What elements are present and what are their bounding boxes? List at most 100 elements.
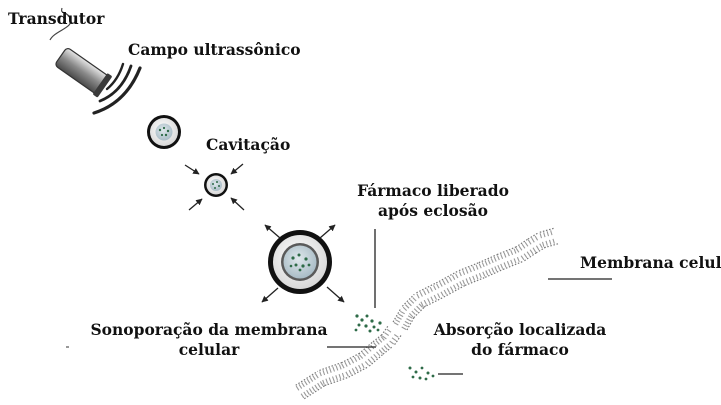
membrane-lipid bbox=[376, 351, 381, 357]
membrane-lipid bbox=[482, 271, 486, 277]
membrane-lipid bbox=[416, 305, 421, 311]
membrane-lipid bbox=[308, 388, 313, 393]
membrane-surface bbox=[382, 345, 394, 355]
membrane-lipid bbox=[475, 264, 479, 270]
membrane-lipid bbox=[373, 353, 378, 359]
membrane-lipid bbox=[412, 297, 417, 302]
membrane-lipid bbox=[391, 337, 397, 342]
membrane-lipid bbox=[491, 267, 495, 273]
membrane-lipid bbox=[351, 368, 356, 374]
membrane-lipid bbox=[503, 252, 507, 258]
membrane-lipid bbox=[497, 264, 501, 270]
membrane-lipid bbox=[381, 347, 386, 352]
label-ultrasonic-field: Campo ultrassônico bbox=[128, 40, 301, 59]
membrane-lipid bbox=[386, 328, 392, 333]
membrane-lipid bbox=[338, 374, 342, 380]
membrane-lipid bbox=[304, 380, 308, 386]
membrane-lipid bbox=[381, 335, 387, 340]
membrane-lipid bbox=[543, 232, 546, 238]
membrane-surface bbox=[303, 384, 327, 400]
membrane-lipid bbox=[510, 249, 514, 256]
membrane-lipid bbox=[389, 340, 395, 345]
membrane-lipid bbox=[303, 391, 307, 397]
membrane-lipid bbox=[459, 281, 463, 287]
membrane-lipid bbox=[472, 275, 476, 281]
membrane-lipid bbox=[513, 248, 517, 254]
membrane-lipid bbox=[419, 291, 423, 297]
membrane-surface bbox=[295, 370, 319, 386]
membrane-lipid bbox=[442, 280, 446, 286]
membrane-surface bbox=[358, 341, 374, 355]
membrane-surface bbox=[435, 270, 459, 284]
membrane-lipid bbox=[404, 320, 410, 325]
membrane-lipid bbox=[319, 371, 322, 377]
membrane-lipid bbox=[401, 326, 407, 330]
membrane-lipid bbox=[403, 323, 408, 328]
membrane-surface bbox=[502, 260, 524, 270]
membrane-lipid bbox=[496, 255, 500, 261]
membrane-lipid bbox=[526, 251, 531, 257]
membrane-lipid bbox=[527, 239, 532, 245]
membrane-lipid bbox=[367, 358, 372, 364]
membrane-lipid bbox=[298, 384, 303, 389]
membrane-lipid bbox=[354, 366, 359, 372]
membrane-lipid bbox=[481, 262, 485, 268]
membrane-lipid bbox=[386, 343, 391, 348]
membrane-lipid bbox=[426, 288, 430, 294]
membrane-lipid bbox=[347, 360, 351, 366]
cavitation-arrows bbox=[184, 163, 245, 211]
label-sonoporation-line1: Sonoporação da membrana bbox=[90, 320, 328, 339]
membrane-lipid bbox=[436, 283, 440, 289]
membrane-surface bbox=[394, 334, 403, 345]
membrane-lipid bbox=[529, 249, 534, 255]
membrane-lipid bbox=[458, 271, 462, 277]
membrane-lipid bbox=[358, 364, 362, 370]
membrane-lipid bbox=[341, 363, 345, 369]
membrane-lipid bbox=[532, 247, 537, 253]
membrane-lipid bbox=[367, 347, 372, 352]
membrane-surface bbox=[443, 284, 467, 298]
membrane-surface bbox=[484, 268, 504, 278]
membrane-lipid bbox=[328, 377, 332, 383]
membrane-lipid bbox=[478, 272, 482, 279]
membrane-lipid bbox=[550, 230, 553, 236]
membrane-lipid bbox=[380, 336, 385, 341]
membrane-lipid bbox=[350, 358, 355, 364]
membrane-lipid bbox=[295, 385, 300, 391]
membrane-lipid bbox=[541, 241, 545, 247]
membrane-lipid bbox=[357, 355, 361, 361]
label-drug-released: Fármaco liberado após eclosão bbox=[348, 181, 518, 221]
membrane-surface bbox=[539, 227, 554, 233]
membrane-lipid bbox=[361, 363, 365, 369]
membrane-lipid bbox=[341, 372, 345, 378]
membrane-lipid bbox=[506, 251, 510, 257]
membrane-lipid bbox=[306, 389, 310, 395]
membrane-surface bbox=[406, 315, 416, 331]
membrane-lipid bbox=[383, 345, 388, 350]
membrane-surface bbox=[478, 254, 498, 264]
membrane-lipid bbox=[331, 376, 335, 382]
membrane-surface bbox=[527, 232, 539, 240]
membrane-lipid bbox=[535, 245, 540, 251]
membrane-lipid bbox=[322, 379, 325, 385]
label-drug-released-line2: após eclosão bbox=[378, 201, 488, 220]
membrane-lipid bbox=[521, 243, 526, 249]
membrane-lipid bbox=[427, 298, 431, 304]
membrane-surface bbox=[544, 243, 559, 249]
membrane-lipid bbox=[393, 322, 399, 326]
membrane-lipid bbox=[443, 289, 447, 295]
membrane-lipid bbox=[400, 310, 405, 315]
membrane-lipid bbox=[413, 308, 419, 313]
cell-membrane bbox=[295, 227, 559, 400]
membrane-lipid bbox=[462, 279, 466, 285]
membrane-surface bbox=[392, 307, 402, 323]
membrane-lipid bbox=[510, 259, 514, 265]
membrane-lipid bbox=[503, 262, 507, 268]
membrane-lipid bbox=[513, 258, 517, 264]
membrane-lipid bbox=[406, 318, 412, 322]
membrane-lipid bbox=[437, 293, 441, 299]
transducer-icon bbox=[49, 7, 112, 98]
membrane-lipid bbox=[405, 304, 410, 309]
